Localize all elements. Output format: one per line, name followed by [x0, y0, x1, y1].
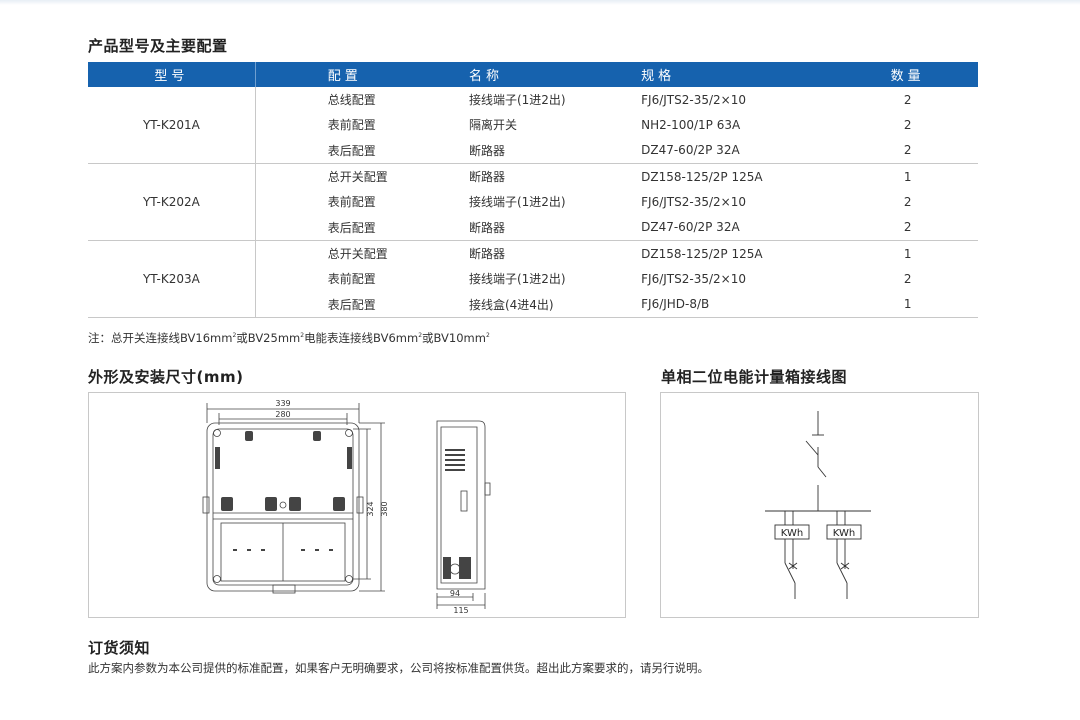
cell-name: 断路器 — [468, 247, 505, 261]
cell-config: 表后配置 — [255, 137, 469, 164]
note-part2: 或BV25mm — [236, 331, 301, 345]
cell-qty: 1 — [837, 291, 978, 318]
cell-name: 断路器 — [468, 214, 642, 241]
dimension-drawing: 339 280 324 380 94 115 — [202, 399, 491, 615]
cell-spec: FJ6/JTS2-35/2×10 — [641, 194, 746, 209]
top-gradient-bar — [0, 0, 1080, 5]
cell-name: 隔离开关 — [468, 118, 517, 132]
dim-width-outer: 339 — [275, 399, 290, 408]
table-row: 表前配置 隔离开关 NH2-100/1P 63A 2 — [88, 112, 978, 137]
cell-spec: FJ6/JTS2-35/2×10 — [641, 271, 746, 286]
cell-config: 总线配置 — [327, 93, 376, 107]
header-config: 配置 — [255, 62, 469, 87]
wiring-section-title: 单相二位电能计量箱接线图 — [661, 368, 848, 386]
note-sup-2: 2 — [300, 332, 305, 340]
note-part1: 注：总开关连接线BV16mm — [88, 331, 233, 345]
cell-name: 接线端子(1进2出) — [468, 195, 566, 209]
meter-label-2: KWh — [833, 528, 855, 539]
cell-spec: NH2-100/1P 63A — [641, 117, 741, 132]
cell-config: 表前配置 — [327, 195, 376, 209]
cell-name: 接线端子(1进2出) — [468, 272, 566, 286]
cell-spec: FJ6/JHD-8/B — [641, 291, 838, 318]
cell-qty: 2 — [837, 137, 978, 164]
table-row: YT-K203A 总开关配置 断路器 DZ158-125/2P 125A 1 — [88, 240, 978, 318]
table-row: YT-K201A 总线配置 接线端子(1进2出) FJ6/JTS2-35/2×10 2 — [88, 87, 978, 164]
cell-qty: 2 — [903, 271, 912, 286]
wiring-note: 注：总开关连接线BV16mm2或BV25mm2电能表连接线BV6mm2或BV10… — [88, 330, 490, 346]
dim-height-outer: 380 — [380, 501, 389, 516]
cell-model: YT-K203A — [88, 240, 256, 318]
dim-depth-outer: 115 — [453, 606, 468, 615]
cell-qty: 2 — [903, 92, 912, 107]
cell-config: 表前配置 — [327, 272, 376, 286]
note-part3: 电能表连接线BV6mm — [304, 331, 419, 345]
ordering-text: 此方案内参数为本公司提供的标准配置，如果客户无明确要求，公司将按标准配置供货。超… — [88, 661, 709, 675]
wiring-diagram: KWh KWh — [765, 411, 871, 599]
note-sup-3: 2 — [418, 332, 423, 340]
cell-qty: 1 — [903, 246, 912, 261]
cell-spec: DZ158-125/2P 125A — [641, 246, 763, 261]
ordering-section-title: 订货须知 — [88, 639, 151, 657]
header-spec: 规格 — [641, 62, 838, 87]
wiring-diagram-panel: KWh KWh — [660, 392, 979, 618]
cell-qty: 1 — [903, 169, 912, 184]
dim-width-inner: 280 — [275, 410, 290, 419]
dim-depth-inner: 94 — [450, 589, 460, 598]
cell-config: 表前配置 — [327, 118, 376, 132]
cell-qty: 2 — [837, 214, 978, 241]
cell-name: 断路器 — [468, 137, 642, 164]
cell-config: 总开关配置 — [327, 247, 388, 261]
note-sup-4: 2 — [485, 332, 490, 340]
cell-name: 接线端子(1进2出) — [468, 93, 566, 107]
dim-height-inner: 324 — [366, 501, 375, 516]
cell-model: YT-K202A — [88, 163, 256, 241]
table-header-row: 型号 配置 名称 规格 数量 — [88, 62, 978, 87]
cell-spec: DZ158-125/2P 125A — [641, 169, 763, 184]
table-row: 表前配置 接线端子(1进2出) FJ6/JTS2-35/2×10 2 — [88, 266, 978, 291]
cell-spec: DZ47-60/2P 32A — [641, 214, 838, 241]
products-section-title: 产品型号及主要配置 — [88, 37, 228, 55]
header-name: 名称 — [468, 62, 642, 87]
header-qty: 数量 — [837, 62, 978, 87]
table-row: 表前配置 接线端子(1进2出) FJ6/JTS2-35/2×10 2 — [88, 189, 978, 214]
cell-model: YT-K201A — [88, 87, 256, 164]
cell-config: 表后配置 — [255, 214, 469, 241]
cell-qty: 2 — [903, 194, 912, 209]
dimension-drawing-panel: 339 280 324 380 94 115 — [88, 392, 626, 618]
cell-spec: FJ6/JTS2-35/2×10 — [641, 92, 746, 107]
dimensions-section-title: 外形及安装尺寸(mm) — [88, 368, 244, 386]
meter-label-1: KWh — [781, 528, 803, 539]
cell-config: 表后配置 — [255, 291, 469, 318]
note-part4: 或BV10mm — [422, 331, 486, 345]
cell-config: 总开关配置 — [327, 170, 388, 184]
note-sup-1: 2 — [232, 332, 237, 340]
cell-name: 断路器 — [468, 170, 505, 184]
cell-name: 接线盒(4进4出) — [468, 291, 642, 318]
header-model: 型号 — [88, 62, 256, 87]
cell-spec: DZ47-60/2P 32A — [641, 137, 838, 164]
cell-qty: 2 — [903, 117, 912, 132]
